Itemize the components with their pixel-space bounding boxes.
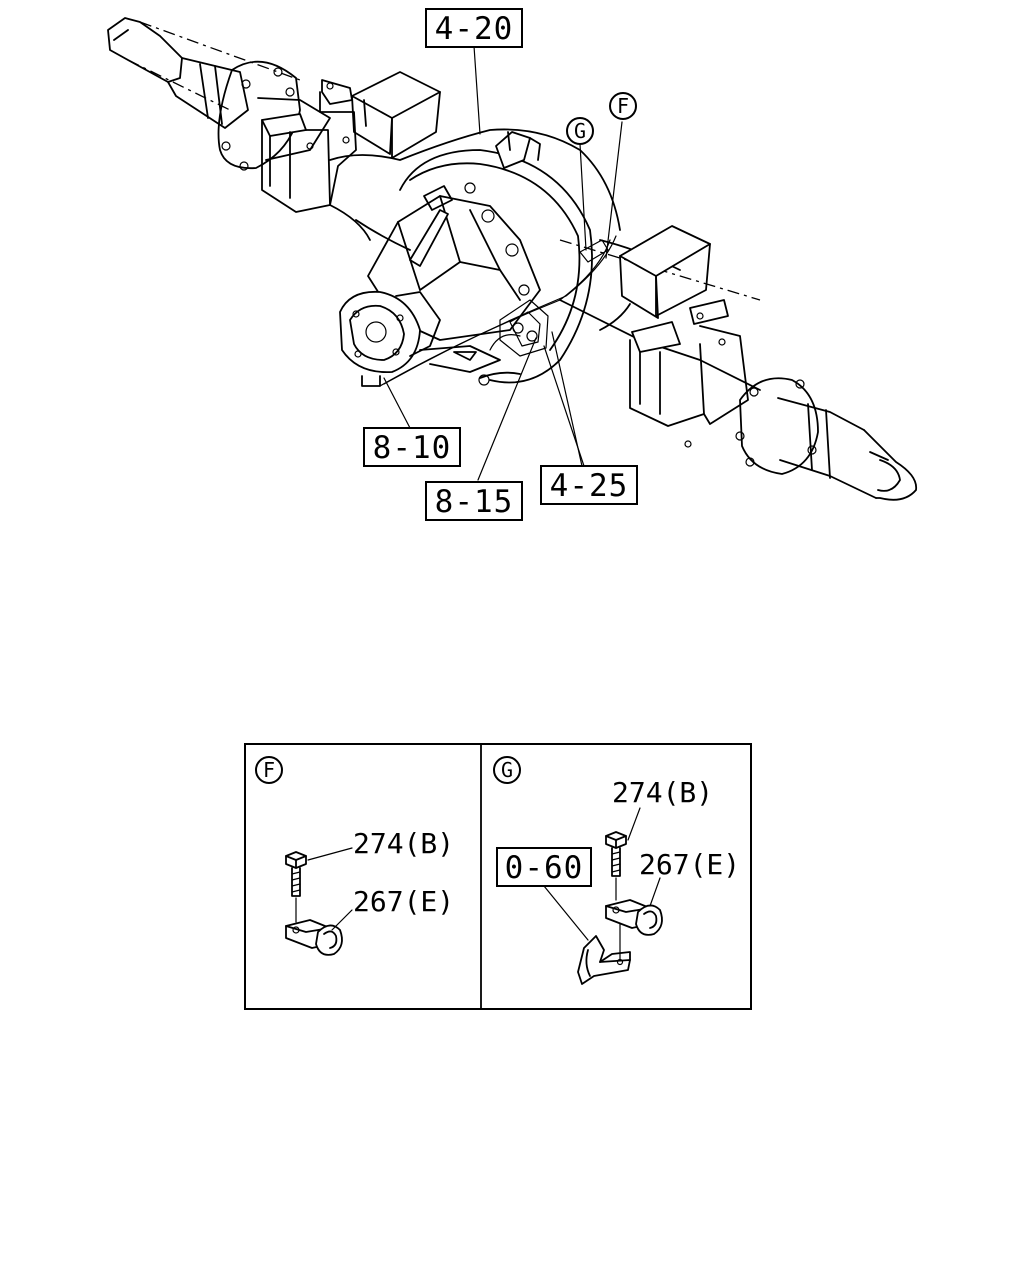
- detail-g-clip-drawing: [605, 899, 663, 936]
- detail-panels: [244, 743, 752, 1010]
- left-upper-bracket: [351, 71, 441, 159]
- ref-box-4-20[interactable]: 4-20: [425, 8, 523, 48]
- detail-g: G 0-60: [493, 756, 740, 985]
- ref-label-8-15: 8-15: [435, 484, 514, 520]
- differential-housing: [329, 128, 621, 387]
- detail-f-bolt-drawing: [285, 851, 307, 923]
- detail-f-clip-drawing: [285, 919, 343, 956]
- callout-f[interactable]: F: [609, 92, 637, 120]
- detail-g-clip-label: 267(E): [639, 848, 740, 881]
- detail-f-callout: F: [255, 756, 283, 784]
- ref-box-8-15[interactable]: 8-15: [425, 481, 523, 521]
- callout-g-label: G: [574, 119, 586, 143]
- ref-box-8-10[interactable]: 8-10: [363, 427, 461, 467]
- right-axle-tube: [559, 225, 918, 501]
- detail-f: F 274(B) 267(E): [255, 756, 454, 956]
- callout-g[interactable]: G: [566, 117, 594, 145]
- detail-g-label: G: [501, 758, 513, 782]
- rear-axle-assembly: [107, 17, 918, 501]
- ref-label-8-10: 8-10: [373, 430, 452, 466]
- left-axle-tube: [107, 17, 331, 171]
- detail-g-bolt-drawing: [605, 831, 627, 967]
- callout-f-label: F: [617, 94, 629, 118]
- detail-f-clip-label: 267(E): [353, 885, 454, 918]
- detail-g-bracket-drawing: [577, 935, 631, 985]
- detail-g-callout: G: [493, 756, 521, 784]
- left-spring-seat: [261, 79, 357, 213]
- ref-box-4-25[interactable]: 4-25: [540, 465, 638, 505]
- ref-box-0-60[interactable]: 0-60: [496, 847, 592, 887]
- detail-g-bolt-label: 274(B): [612, 776, 713, 809]
- ref-label-0-60: 0-60: [505, 850, 584, 886]
- detail-f-label: F: [263, 758, 275, 782]
- detail-f-bolt-label: 274(B): [353, 827, 454, 860]
- ref-label-4-25: 4-25: [550, 468, 629, 504]
- ref-label-4-20: 4-20: [435, 11, 514, 47]
- leader-lines: [383, 45, 623, 481]
